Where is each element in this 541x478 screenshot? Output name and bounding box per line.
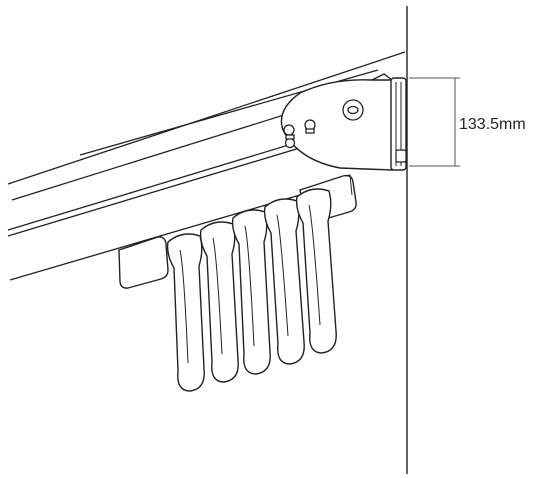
handle-inner-line bbox=[212, 237, 223, 355]
bracket-fasteners bbox=[283, 99, 364, 149]
wall-bracket bbox=[280, 73, 407, 171]
handle-inner-line bbox=[308, 204, 321, 326]
handle-inner-line bbox=[276, 214, 289, 337]
screw-head-icon bbox=[342, 99, 364, 121]
height-dimension bbox=[409, 77, 460, 167]
hanging-handles bbox=[166, 188, 337, 392]
left-end-block bbox=[118, 236, 169, 289]
dimension-label: 133.5mm bbox=[459, 116, 526, 133]
bolt-icon bbox=[283, 124, 295, 136]
handle-inner-line bbox=[244, 225, 255, 347]
handle-inner-line bbox=[179, 249, 189, 364]
